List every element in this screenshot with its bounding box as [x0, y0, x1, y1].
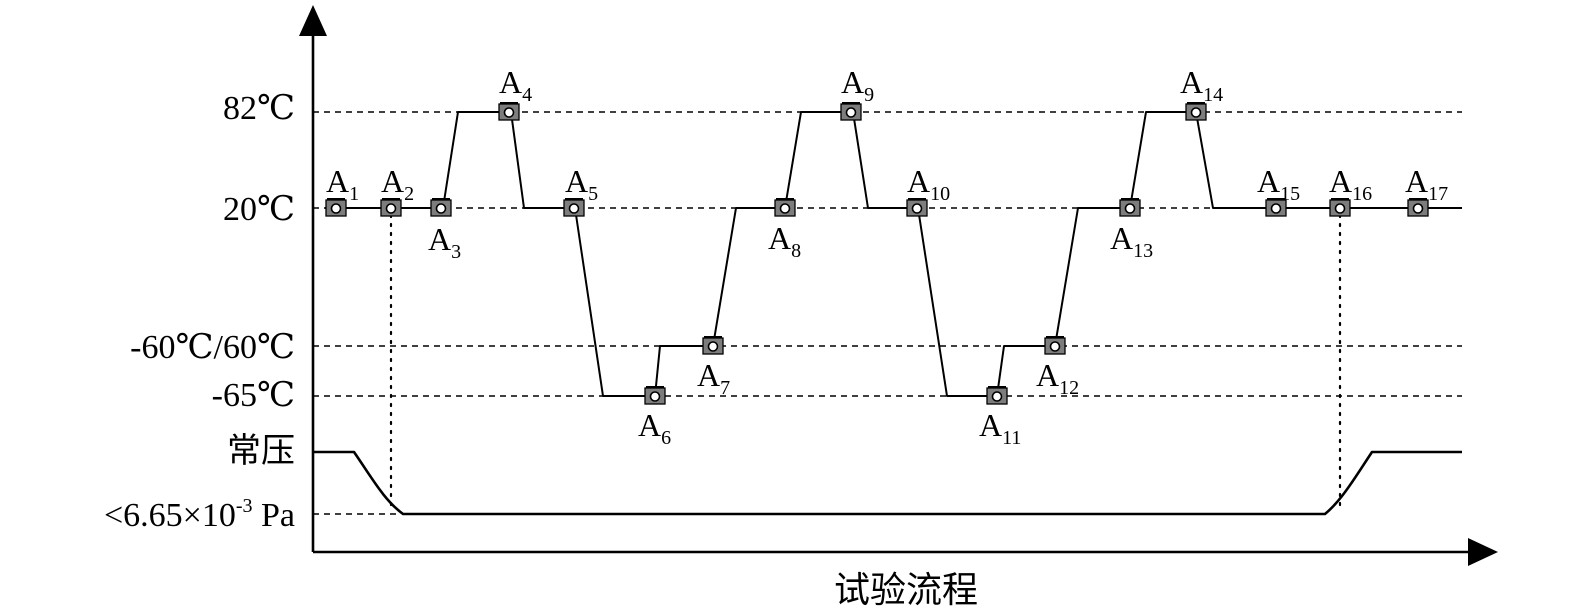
point-label-a16: A16 [1329, 163, 1372, 205]
y-label-atmospheric-pressure: 常压 [227, 431, 295, 471]
point-label-a14: A14 [1180, 64, 1223, 106]
camera-icon [1044, 336, 1066, 355]
camera-icon [1119, 198, 1141, 217]
camera-icon [1185, 102, 1207, 121]
x-axis-title: 试验流程 [834, 570, 978, 611]
y-label-minus60-60c: -60℃/60℃ [130, 329, 295, 366]
point-label-a13: A13 [1110, 220, 1153, 262]
point-label-a6: A6 [638, 407, 671, 449]
camera-icon [430, 198, 452, 217]
point-label-a12: A12 [1036, 357, 1079, 399]
camera-icon [498, 102, 520, 121]
point-label-a2: A2 [381, 163, 414, 205]
y-label-minus65c: -65℃ [212, 377, 295, 414]
camera-icon [774, 198, 796, 217]
point-label-a1: A1 [326, 163, 359, 205]
camera-icon [1329, 198, 1351, 217]
camera-icon [1407, 198, 1429, 217]
point-label-a17: A17 [1405, 163, 1448, 205]
camera-icon [840, 102, 862, 121]
y-label-vacuum-pressure: <6.65×10-3 Pa [104, 495, 295, 534]
y-label-20c: 20℃ [223, 191, 295, 228]
camera-icon [644, 386, 666, 405]
y-axis-arrow [299, 5, 327, 36]
camera-icon [325, 198, 347, 217]
temperature-profile-line [325, 111, 1462, 397]
point-label-a11: A11 [979, 407, 1021, 449]
point-label-a15: A15 [1257, 163, 1300, 205]
x-axis-arrow [1468, 538, 1498, 566]
pressure-profile-line [313, 450, 1462, 516]
point-label-a7: A7 [697, 357, 730, 399]
y-label-82c: 82℃ [223, 90, 295, 127]
point-label-a8: A8 [768, 220, 801, 262]
point-label-a3: A3 [428, 221, 461, 263]
point-label-a9: A9 [841, 64, 874, 106]
point-label-a10: A10 [907, 163, 950, 205]
point-label-a5: A5 [565, 163, 598, 205]
camera-icon [1265, 198, 1287, 217]
camera-icon [986, 386, 1008, 405]
point-label-a4: A4 [499, 64, 532, 106]
camera-icon [702, 336, 724, 355]
camera-icon [380, 198, 402, 217]
camera-icon [906, 198, 928, 217]
vacuum-exponent: -3 [236, 495, 253, 517]
camera-icon [563, 198, 585, 217]
